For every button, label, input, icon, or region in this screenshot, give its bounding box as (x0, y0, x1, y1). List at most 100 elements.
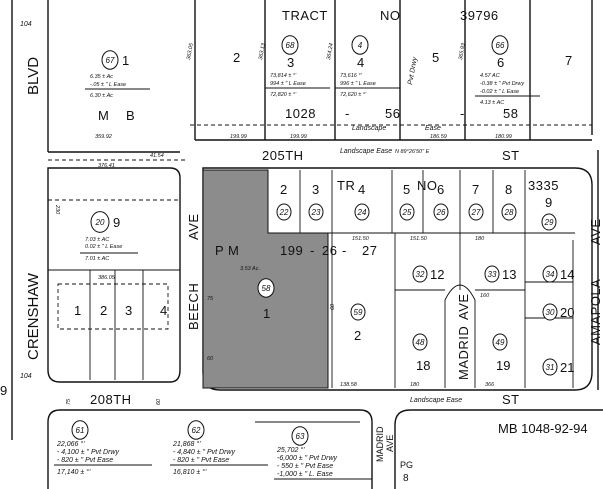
parcel-number-circle (541, 213, 557, 231)
parcel-number: 58 (262, 284, 271, 293)
street-beech-ave: AVE (186, 213, 201, 240)
pm-num: 199 (280, 243, 303, 258)
net-area: 16,810 ± °' (173, 468, 207, 476)
street-beech: BEECH (186, 283, 201, 330)
area-line: 73,814 ± °' (270, 73, 297, 79)
tract-dash1: - (345, 106, 350, 121)
parcel-number-circle (412, 265, 428, 283)
dimension: 376.41 (98, 163, 115, 169)
parcel-number-circle (187, 420, 205, 440)
parcel-number: 27 (471, 208, 481, 217)
area-label: 3.53 Ac. (240, 266, 260, 272)
dimension: 363.05 (186, 42, 195, 61)
area-line: 6.35 ± Ac (90, 74, 113, 80)
small-lot-number: 4 (160, 303, 167, 318)
pg-label: PG (400, 460, 413, 470)
parcel-number: 61 (76, 426, 85, 435)
area-line: -6,000 ± " Pvt Drwy (277, 455, 338, 462)
parcel-number: 23 (311, 208, 321, 217)
side-9: 9 (0, 383, 7, 398)
parcel-number: 22 (279, 208, 289, 217)
parcel-number-circle (291, 426, 309, 446)
parcel-number: 34 (546, 270, 555, 279)
parcel-number: 66 (496, 41, 505, 50)
area-line: 25,702 °' (276, 446, 305, 454)
dimension: 75 (66, 398, 72, 405)
page-56: 56 (385, 106, 400, 121)
lot-number: 8 (505, 182, 512, 197)
dimension: 365.93 (458, 42, 467, 61)
dimension: 363.13 (258, 42, 267, 61)
street-amapola: AMAPOLA (588, 279, 603, 345)
parcel-number-circle (71, 420, 89, 440)
parcel-number-circle (354, 203, 370, 221)
pg-number: 8 (403, 473, 409, 484)
net-area: 17,140 ± °' (57, 468, 91, 476)
dimension: 151.50 (410, 236, 428, 242)
parcel-number: 63 (296, 432, 305, 441)
dimension: 199.99 (230, 134, 247, 140)
lot-number: 9 (113, 215, 120, 230)
dimension: 364.24 (326, 43, 335, 61)
lot-number: 9 (545, 195, 552, 210)
parcel-number: 32 (416, 270, 425, 279)
street-crenshaw: CRENSHAW (25, 272, 42, 360)
street-208th: 208TH (90, 392, 132, 407)
parcel-number-circle (350, 303, 366, 321)
pm-dash2: - (342, 243, 347, 258)
parcel-number-circle (281, 35, 299, 55)
dimension: 359.92 (95, 134, 112, 140)
lot-number: 19 (496, 358, 510, 373)
parcel-number: 25 (402, 208, 412, 217)
pm-27: 27 (362, 243, 377, 258)
mb-reference: MB 1048-92-94 (498, 421, 588, 436)
side-104-bottom: 104 (20, 373, 32, 380)
mb-b: B (126, 108, 135, 123)
dimension: 60 (330, 303, 336, 310)
lot-number: 21 (560, 360, 574, 375)
parcel-number-circle (90, 211, 110, 233)
lot-number: 1 (122, 53, 129, 68)
dimension: 75 (207, 296, 214, 302)
dimension: 180 (410, 382, 420, 388)
street-madrid-ave: AVE (456, 293, 471, 320)
dimension: 60 (207, 356, 214, 362)
parcel-number: 4 (358, 41, 363, 50)
street-blvd: BLVD (25, 57, 42, 95)
lot-number: 4 (357, 55, 364, 70)
net-area: 72,820 ± °' (270, 92, 297, 98)
parcel-number: 31 (546, 363, 555, 372)
lot-number: 5 (432, 50, 439, 65)
street-205th-st: ST (502, 148, 520, 163)
landscape-ease-top: Landscape Ease (340, 148, 392, 155)
parcel-number-circle (492, 333, 508, 351)
lot-number: 18 (416, 358, 430, 373)
parcel-number: 48 (416, 338, 425, 347)
dimension: 180 (475, 236, 485, 242)
area-line: 4.57 AC (480, 73, 500, 79)
dimension: 138.58 (340, 382, 358, 388)
ave-ref: AVE (385, 435, 395, 452)
street-208th-st: ST (502, 392, 520, 407)
parcel-number: 29 (544, 218, 554, 227)
area-line: -0.02 ± " L Ease (480, 89, 519, 95)
area-line: - 4,840 ± " Pvt Drwy (173, 449, 235, 456)
lot-number: 13 (502, 267, 516, 282)
street-madrid: MADRID (456, 326, 471, 380)
area-line: -.05 ± " L Ease (90, 82, 126, 88)
parcel-number: 59 (354, 308, 363, 317)
net-area: 4.13 ± AC (480, 100, 504, 106)
parcel-number-circle (412, 333, 428, 351)
lot-number: 3 (287, 55, 294, 70)
area-line: -0.38 ± " Pvt Drwy (480, 81, 525, 87)
dimension: 41.54 (150, 153, 164, 159)
parcel-number: 28 (504, 208, 514, 217)
parcel-number: 20 (95, 218, 105, 227)
area-line: - 820 ± " Pvt Ease (57, 457, 113, 464)
parcel-number: 49 (496, 338, 505, 347)
lot-number: 6 (437, 182, 444, 197)
